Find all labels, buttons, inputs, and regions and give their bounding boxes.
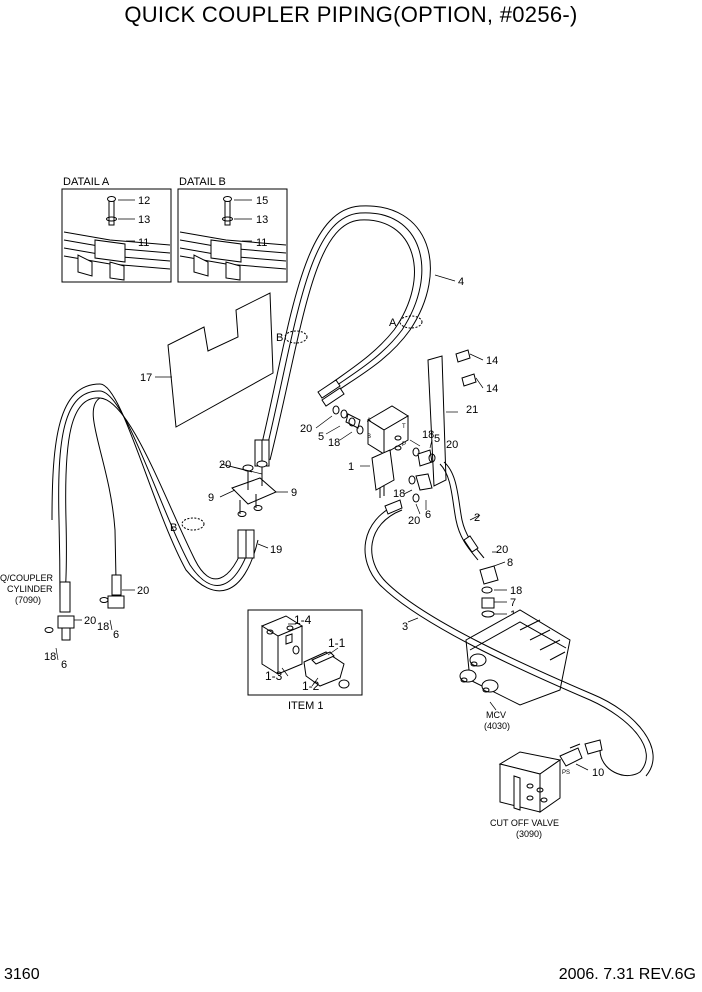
callout-17: 17 (140, 372, 152, 384)
callout-14a: 14 (486, 355, 498, 367)
callout-20d: 20 (219, 459, 231, 471)
connector-block: 20 9 9 19 (208, 459, 297, 556)
callout-9a: 9 (208, 492, 214, 504)
callout-14b: 14 (486, 383, 498, 395)
callout-18b: 18 (422, 429, 434, 441)
callout-8: 8 (507, 557, 513, 569)
qcoupler-ref: (7090) (15, 595, 41, 605)
detail-b-callout-11: 11 (256, 237, 267, 249)
cutoff-valve: PS 10 CUT OFF VALVE (3090) (490, 743, 604, 839)
section-mark-b1: B (276, 332, 283, 344)
port-t: T (402, 424, 406, 430)
port-b: B (367, 434, 371, 440)
cutoff-ref: (3090) (516, 829, 542, 839)
item1-callout-1-1: 1-1 (328, 636, 346, 650)
callout-6b: 6 (113, 629, 119, 641)
callout-5a: 5 (318, 431, 324, 443)
callout-5b: 5 (434, 433, 440, 445)
page-number: 3160 (4, 966, 40, 983)
hose-upper-loop: 4 A B (254, 205, 464, 467)
mcv-label: MCV (486, 710, 506, 720)
callout-9b: 9 (291, 487, 297, 499)
hose-3: 3 (364, 499, 654, 777)
callout-6c: 6 (61, 659, 67, 671)
hose-lower-loop: B (51, 383, 259, 613)
port-a: A (367, 418, 371, 424)
detail-a-label: DATAIL A (63, 176, 110, 188)
callout-20e: 20 (496, 544, 508, 556)
hose-2: 2 (439, 461, 485, 561)
callout-20f: 20 (84, 615, 96, 627)
mcv-fittings: 20 8 18 7 16 (479, 544, 522, 621)
cover-plate: 17 (140, 292, 274, 428)
detail-b: DATAIL B 15 13 11 (177, 176, 288, 283)
port-ps: PS (562, 770, 570, 776)
detail-a-callout-12: 12 (138, 195, 150, 207)
callout-20a: 20 (300, 423, 312, 435)
callout-3: 3 (402, 621, 408, 633)
detail-b-callout-13: 13 (256, 214, 268, 226)
detail-a-callout-11: 11 (138, 237, 149, 249)
detail-a: DATAIL A 12 13 11 (61, 176, 172, 283)
callout-18a: 18 (328, 437, 340, 449)
callout-20g: 20 (137, 585, 149, 597)
callout-6a: 6 (425, 509, 431, 521)
callout-10: 10 (592, 767, 604, 779)
callout-2: 2 (474, 512, 480, 524)
callout-18e: 18 (97, 621, 109, 633)
section-mark-b2: B (170, 522, 177, 534)
qcoupler-label-1: Q/COUPLER (0, 573, 54, 583)
callout-1: 1 (348, 461, 354, 473)
item1-callout-1-4: 1-4 (294, 613, 312, 627)
callout-20b: 20 (446, 439, 458, 451)
page-title: QUICK COUPLER PIPING(OPTION, #0256-) (124, 2, 578, 27)
item1-label: ITEM 1 (288, 700, 323, 712)
callout-18c: 18 (393, 488, 405, 500)
cutoff-label: CUT OFF VALVE (490, 818, 559, 828)
item1-callout-1-3: 1-3 (265, 669, 283, 683)
qcoupler-label-2: CYLINDER (7, 584, 53, 594)
callout-7: 7 (510, 597, 516, 609)
callout-18f: 18 (44, 651, 56, 663)
detail-b-label: DATAIL B (179, 176, 226, 188)
callout-4: 4 (458, 276, 464, 288)
valve-assembly: 21 14 14 A B T P 20 5 18 18 5 20 1 (300, 349, 498, 527)
item-1-detail: 1-4 1-1 1-3 1-2 ITEM 1 (247, 609, 363, 712)
callout-19: 19 (270, 544, 282, 556)
callout-20c: 20 (408, 515, 420, 527)
item1-callout-1-2: 1-2 (302, 679, 320, 693)
qcoupler-fittings: Q/COUPLER CYLINDER (7090) 20 20 18 6 18 … (0, 573, 149, 671)
mcv-body: MCV (4030) (459, 609, 571, 731)
callout-18d: 18 (510, 585, 522, 597)
section-mark-a: A (389, 317, 397, 329)
detail-b-callout-15: 15 (256, 195, 268, 207)
detail-a-callout-13: 13 (138, 214, 150, 226)
port-p: P (402, 442, 406, 448)
revision-date: 2006. 7.31 REV.6G (558, 966, 696, 983)
callout-21: 21 (466, 404, 478, 416)
mcv-ref: (4030) (484, 721, 510, 731)
